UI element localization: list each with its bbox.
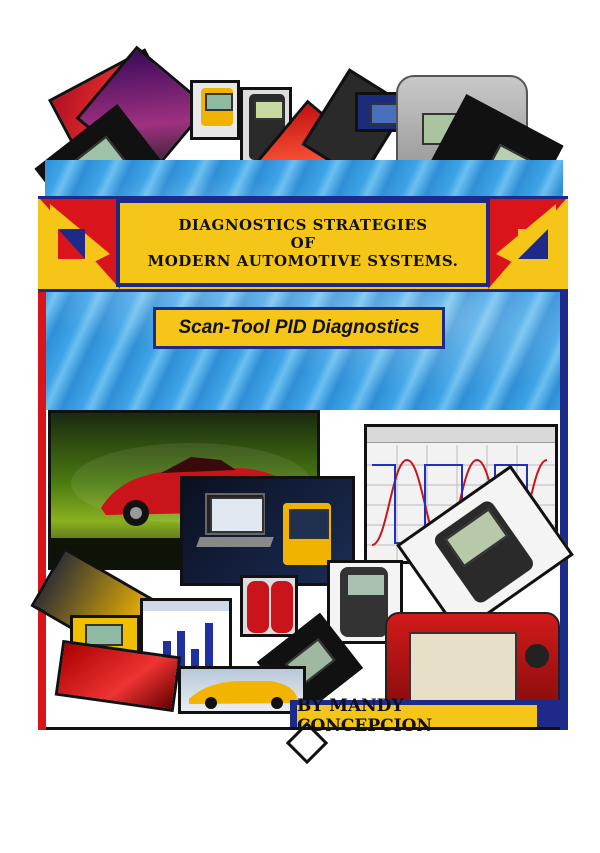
photo-yellow-sports-car xyxy=(178,666,306,714)
photo-red-handheld-meters xyxy=(240,575,298,637)
subtitle: Scan-Tool PID Diagnostics xyxy=(178,317,420,338)
subtitle-box: Scan-Tool PID Diagnostics xyxy=(153,307,445,349)
title-line-2: OF xyxy=(290,234,316,252)
photo-multimeter-yellow xyxy=(190,80,240,140)
photo-laptop-and-scope xyxy=(180,476,355,586)
author-name: BY MANDY CONCEPCION xyxy=(297,696,432,736)
right-border-bar xyxy=(560,200,568,730)
bottom-border-line xyxy=(46,727,560,730)
author-box: BY MANDY CONCEPCION xyxy=(294,696,540,736)
left-border-bar xyxy=(38,200,46,730)
corner-ornament-right xyxy=(488,199,566,289)
title-line-1: DIAGNOSTICS STRATEGIES xyxy=(178,216,428,234)
title-box: DIAGNOSTICS STRATEGIES OF MODERN AUTOMOT… xyxy=(116,199,490,287)
title-line-3: MODERN AUTOMOTIVE SYSTEMS. xyxy=(147,252,459,270)
corner-ornament-left xyxy=(40,199,120,289)
